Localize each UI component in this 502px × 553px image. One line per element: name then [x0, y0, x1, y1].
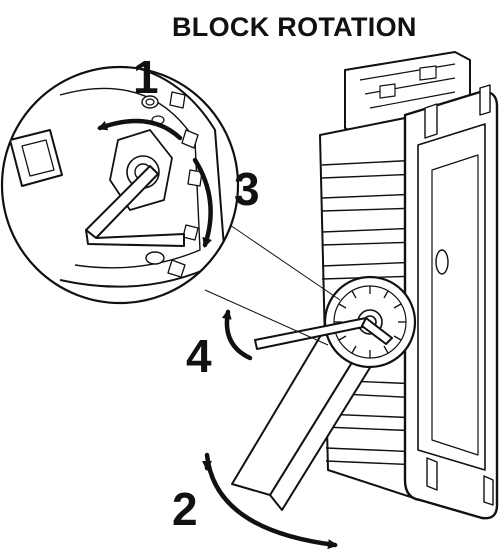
fixture-housing	[319, 51, 499, 520]
rotation-arrow-icon	[97, 118, 338, 550]
hex-key-icon	[254, 317, 393, 350]
zoom-leader-line	[229, 224, 341, 301]
zoom-detail	[0, 65, 240, 305]
dial-teeth	[334, 286, 406, 358]
step-number-3: 3	[234, 163, 260, 215]
diagram-title: BLOCK ROTATION	[172, 12, 417, 42]
step-number-1: 1	[133, 51, 159, 103]
zoom-leader-line	[204, 289, 329, 346]
step-number-2: 2	[172, 483, 198, 535]
step-number-4: 4	[186, 330, 212, 382]
